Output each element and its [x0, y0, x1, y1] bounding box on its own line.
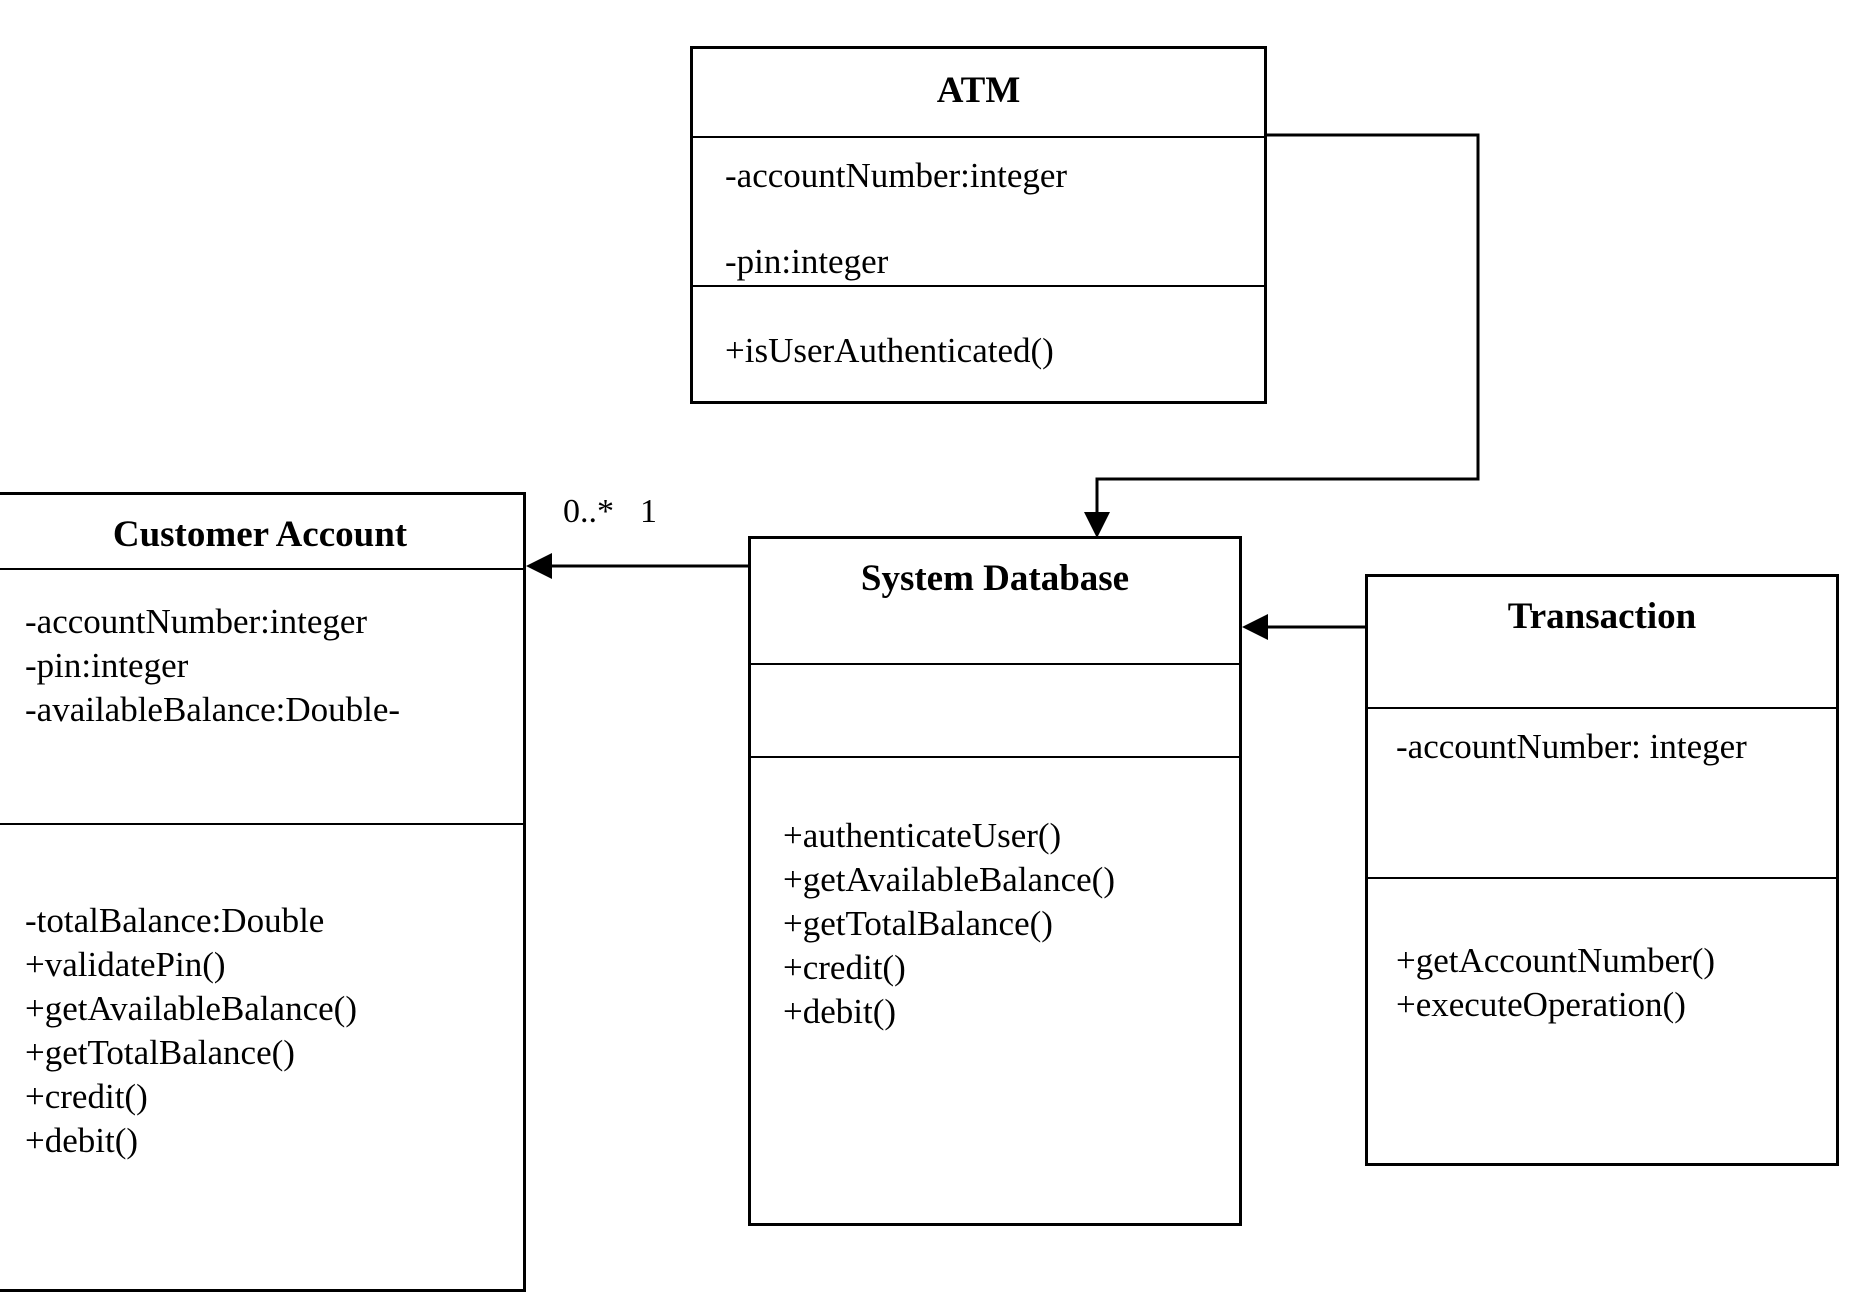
attribute: -pin:integer [25, 646, 189, 685]
method: +debit() [25, 1121, 139, 1160]
method: +authenticateUser() [783, 816, 1062, 855]
class-customer-account: Customer Account -accountNumber:integer … [0, 492, 526, 1292]
class-transaction-title: Transaction [1507, 596, 1697, 637]
attribute: -accountNumber:integer [725, 156, 1068, 195]
method: +getAvailableBalance() [25, 989, 357, 1028]
class-atm-divider-2 [693, 285, 1264, 287]
multiplicity-database: 1 [640, 493, 657, 530]
attribute: -accountNumber: integer [1396, 727, 1747, 766]
method: +getTotalBalance() [783, 904, 1053, 943]
method: +getTotalBalance() [25, 1033, 295, 1072]
class-transaction-divider-2 [1368, 877, 1836, 879]
class-system-database-divider-1 [751, 663, 1239, 665]
method: -totalBalance:Double [25, 901, 325, 940]
class-system-database-divider-2 [751, 756, 1239, 758]
class-customer-account-divider-2 [0, 823, 523, 825]
attribute: -accountNumber:integer [25, 602, 368, 641]
atm-to-database-arrowhead [1084, 512, 1110, 538]
method: +isUserAuthenticated() [725, 331, 1054, 370]
method: +getAvailableBalance() [783, 860, 1115, 899]
attribute: -availableBalance:Double- [25, 690, 401, 729]
method: +validatePin() [25, 945, 226, 984]
class-atm-methods: +isUserAuthenticated() [725, 329, 1054, 373]
class-system-database: System Database +authenticateUser() +get… [748, 536, 1242, 1226]
class-atm-attributes: -accountNumber:integer -pin:integer [725, 154, 1067, 284]
class-system-database-title: System Database [860, 558, 1130, 599]
class-customer-account-methods: -totalBalance:Double +validatePin() +get… [25, 899, 357, 1163]
method: +executeOperation() [1396, 985, 1686, 1024]
multiplicity-customer: 0..* [563, 493, 614, 530]
atm-to-database-line [1095, 133, 1480, 520]
method: +credit() [783, 948, 906, 987]
class-transaction-divider-1 [1368, 707, 1836, 709]
method: +getAccountNumber() [1396, 941, 1716, 980]
database-to-customer-arrowhead [526, 553, 552, 579]
transaction-to-database-arrowhead [1242, 614, 1268, 640]
class-customer-account-title: Customer Account [112, 514, 408, 555]
attribute: -pin:integer [725, 242, 889, 281]
class-transaction: Transaction -accountNumber: integer +get… [1365, 574, 1839, 1166]
class-transaction-methods: +getAccountNumber() +executeOperation() [1396, 939, 1715, 1027]
class-system-database-methods: +authenticateUser() +getAvailableBalance… [783, 814, 1115, 1034]
class-atm-title: ATM [936, 70, 1021, 111]
class-transaction-attributes: -accountNumber: integer [1396, 725, 1747, 769]
class-customer-account-attributes: -accountNumber:integer -pin:integer -ava… [25, 600, 400, 732]
method: +credit() [25, 1077, 148, 1116]
class-atm-divider-1 [693, 136, 1264, 138]
class-atm: ATM -accountNumber:integer -pin:integer … [690, 46, 1267, 404]
class-customer-account-divider-1 [0, 568, 523, 570]
method: +debit() [783, 992, 897, 1031]
